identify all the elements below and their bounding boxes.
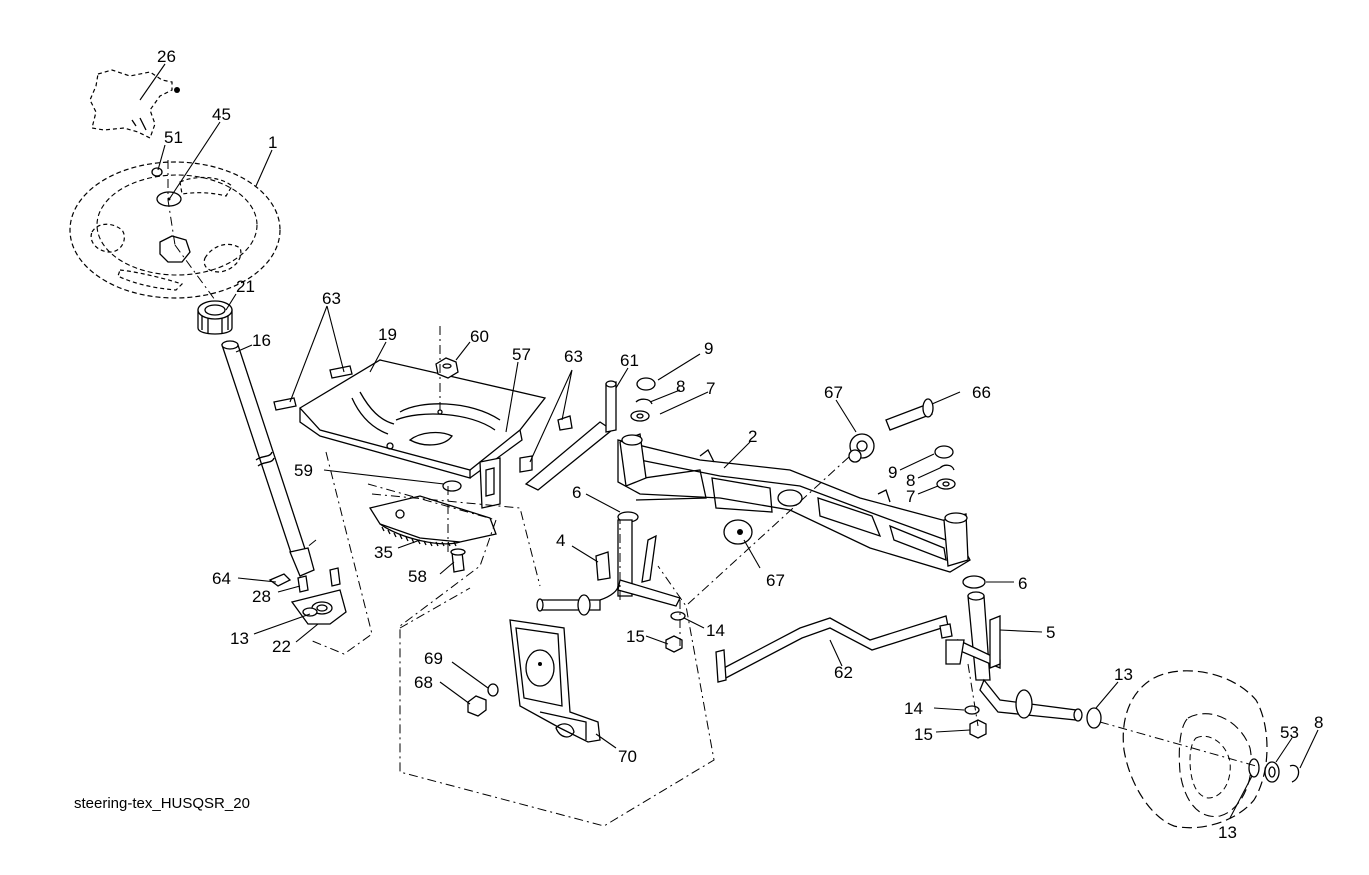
callout-57: 57 — [512, 345, 531, 364]
callout-labels: 26 45 51 1 21 16 63 19 60 57 63 61 9 8 7… — [157, 47, 1323, 842]
callout-61: 61 — [620, 351, 639, 370]
callout-21: 21 — [236, 277, 255, 296]
part-nut-left — [665, 611, 686, 653]
callout-53: 53 — [1280, 723, 1299, 742]
callout-51: 51 — [164, 128, 183, 147]
callout-64: 64 — [212, 569, 231, 588]
part-pivot-plate — [467, 619, 601, 743]
callout-13-wheel-inner: 13 — [1114, 665, 1133, 684]
callout-68: 68 — [414, 673, 433, 692]
callout-67-upper: 67 — [824, 383, 843, 402]
callout-63-right: 63 — [564, 347, 583, 366]
callout-4: 4 — [556, 531, 565, 550]
part-front-wheel — [1122, 670, 1268, 829]
part-wheel-hardware — [1086, 707, 1300, 783]
part-front-axle — [617, 433, 971, 573]
part-drag-link — [524, 380, 617, 491]
callout-14-left: 14 — [706, 621, 725, 640]
part-spindle-right — [957, 575, 1083, 722]
part-steering-adapter — [197, 300, 233, 335]
callout-2: 2 — [748, 427, 757, 446]
callout-8-left: 8 — [676, 377, 685, 396]
part-spacer-67-upper — [848, 433, 875, 463]
callout-15-right: 15 — [914, 725, 933, 744]
callout-59: 59 — [294, 461, 313, 480]
callout-22: 22 — [272, 637, 291, 656]
callout-26: 26 — [157, 47, 176, 66]
part-cap-left — [630, 377, 656, 422]
callout-9-right: 9 — [888, 463, 897, 482]
callout-19: 19 — [378, 325, 397, 344]
assembly-outline-lines — [167, 160, 1257, 827]
part-tie-rod — [715, 615, 965, 683]
part-sector-gear — [368, 480, 497, 573]
callout-14-right: 14 — [904, 699, 923, 718]
callout-13-wheel-outer: 13 — [1218, 823, 1237, 842]
callout-70: 70 — [618, 747, 637, 766]
callout-1: 1 — [268, 133, 277, 152]
part-spindle-left — [536, 511, 681, 616]
part-lower-bracket — [268, 567, 347, 625]
callout-7-right: 7 — [906, 487, 915, 506]
part-pivot-bolt — [885, 398, 934, 431]
diagram-caption: steering-tex_HUSQSR_20 — [74, 795, 250, 812]
callout-5: 5 — [1046, 623, 1055, 642]
callout-6-left: 6 — [572, 483, 581, 502]
part-spacer-67-lower — [723, 519, 753, 545]
callout-9-left: 9 — [704, 339, 713, 358]
callout-35: 35 — [374, 543, 393, 562]
part-nut-60 — [435, 357, 459, 379]
callout-8-right: 8 — [906, 471, 915, 490]
part-steering-shaft — [221, 340, 315, 577]
part-steering-plate — [273, 359, 573, 509]
callout-62: 62 — [834, 663, 853, 682]
callout-63-left: 63 — [322, 289, 341, 308]
callout-69: 69 — [424, 649, 443, 668]
callout-7-left: 7 — [706, 379, 715, 398]
callout-28: 28 — [252, 587, 271, 606]
callout-6-right: 6 — [1018, 574, 1027, 593]
callout-66: 66 — [972, 383, 991, 402]
part-cap-right — [934, 445, 956, 490]
callout-13-bracket: 13 — [230, 629, 249, 648]
callout-45: 45 — [212, 105, 231, 124]
part-nut-right — [964, 705, 987, 739]
part-steering-cap — [89, 69, 180, 139]
callout-leaders — [139, 63, 1319, 819]
callout-58: 58 — [408, 567, 427, 586]
callout-8-wheel: 8 — [1314, 713, 1323, 732]
callout-67-lower: 67 — [766, 571, 785, 590]
callout-60: 60 — [470, 327, 489, 346]
callout-15-left: 15 — [626, 627, 645, 646]
callout-16: 16 — [252, 331, 271, 350]
part-steering-wheel — [69, 161, 281, 299]
